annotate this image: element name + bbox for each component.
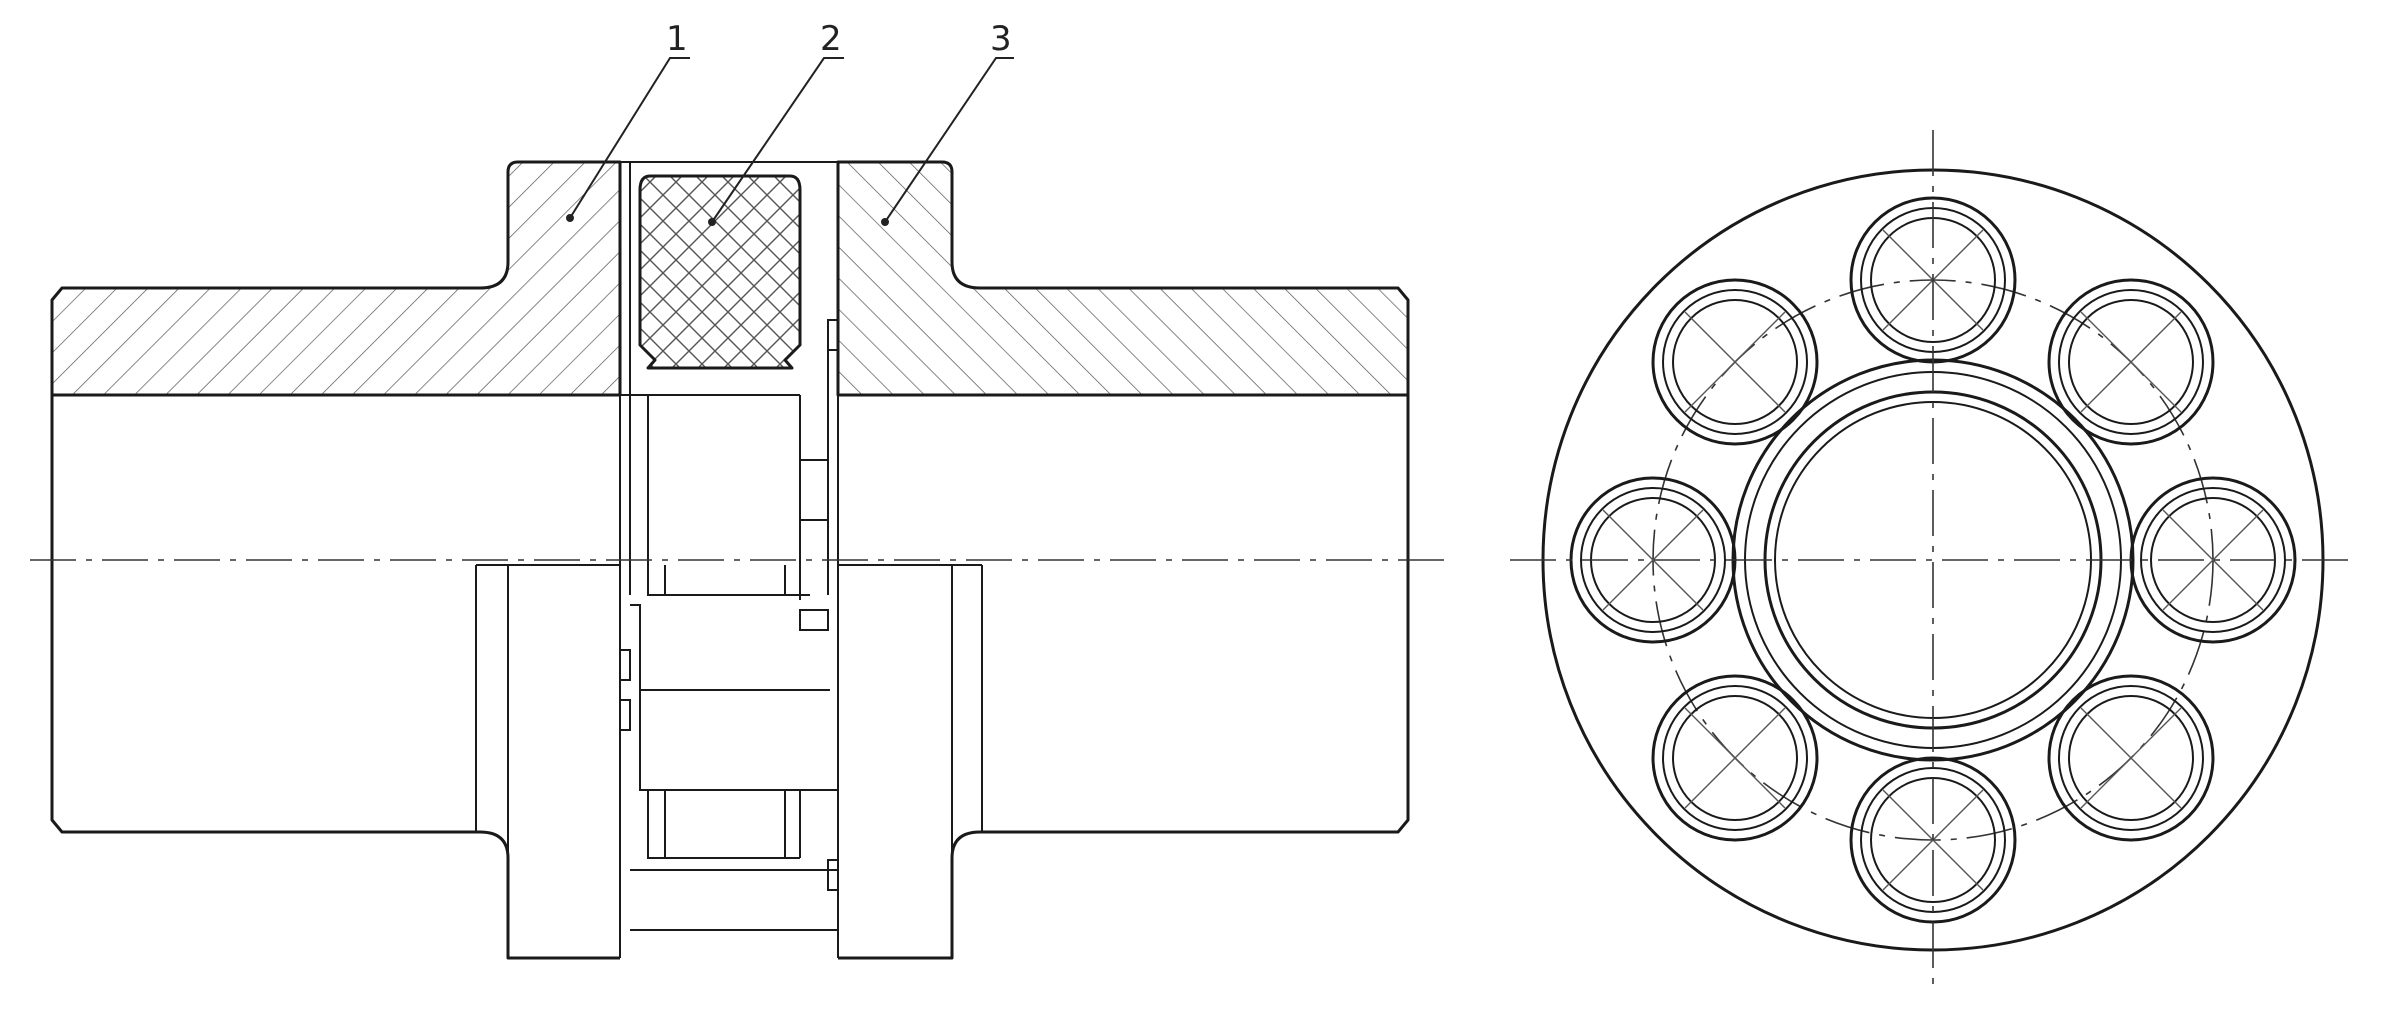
hub-3-outline — [837, 395, 1410, 960]
jaw-detail — [619, 319, 839, 931]
pin-2 — [2047, 278, 2215, 446]
hub-1-section — [50, 160, 622, 397]
part-label-3: 3 — [990, 19, 1012, 59]
part-label-2: 2 — [820, 19, 842, 59]
hub-3-section — [836, 160, 1410, 397]
elastic-element-2-section — [638, 174, 802, 370]
section-view — [30, 160, 1450, 960]
pin-6 — [1651, 674, 1819, 842]
part-label-1: 1 — [666, 19, 688, 59]
pin-4 — [2047, 674, 2215, 842]
callouts — [566, 57, 1014, 226]
end-view — [1510, 130, 2356, 990]
pin-8 — [1651, 278, 1819, 446]
hub-1-outline — [50, 394, 621, 960]
